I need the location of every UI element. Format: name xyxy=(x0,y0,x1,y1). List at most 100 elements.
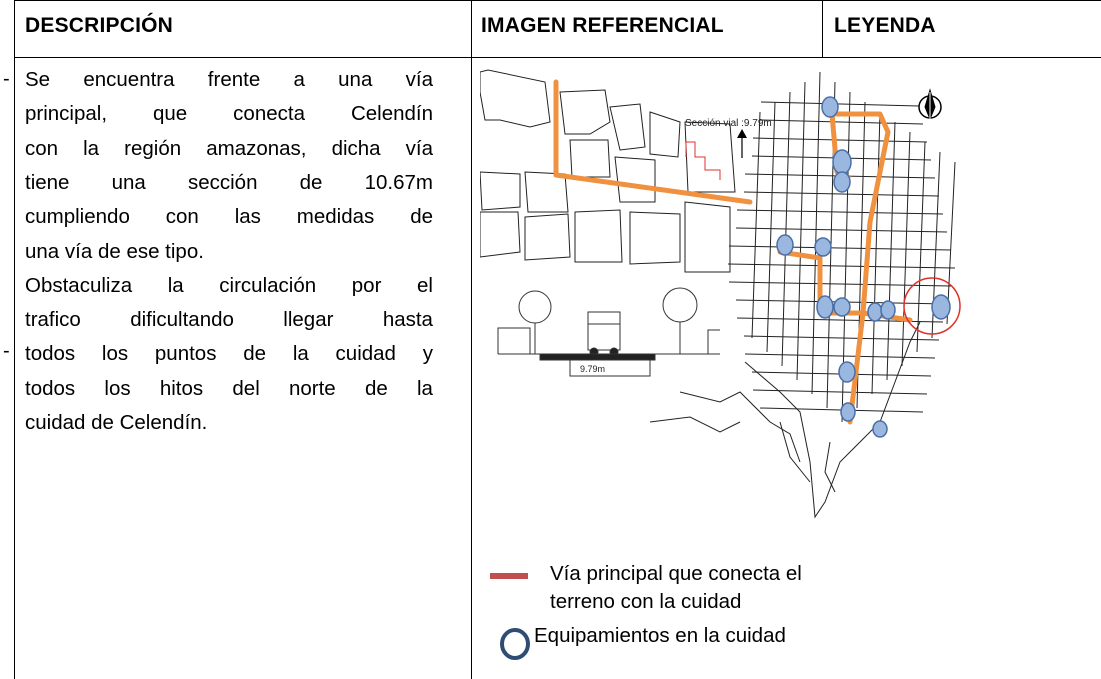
bullet-dash: - xyxy=(3,340,10,362)
equipment-marker xyxy=(931,294,951,320)
description-word: de xyxy=(243,342,267,366)
description-word: vía xyxy=(405,68,433,91)
description-line: cumpliendo con las medidas de xyxy=(25,205,433,229)
table-left-border xyxy=(14,0,15,679)
road-width-label: 9.79m xyxy=(580,364,605,374)
table-header-divider xyxy=(14,57,1101,58)
description-word: hasta xyxy=(382,308,433,332)
description-word: una xyxy=(338,68,373,91)
description-line: tiene una sección de 10.67m xyxy=(25,171,433,195)
description-word: sección xyxy=(187,170,258,194)
legend-equipment-circle-icon xyxy=(500,628,530,660)
description-word: dicha xyxy=(331,136,381,160)
southern-tail xyxy=(649,321,921,519)
legend-road-text-line2: terreno con la cuidad xyxy=(550,590,742,613)
description-word: amazonas, xyxy=(206,136,307,160)
description-word: medidas xyxy=(296,205,375,229)
table-col-divider-2 xyxy=(822,0,823,57)
main-road-route xyxy=(553,79,913,425)
header-leyenda: LEYENDA xyxy=(834,14,936,37)
description-word: los xyxy=(104,376,131,400)
description-word: la xyxy=(167,273,184,297)
section-arrow xyxy=(737,129,747,158)
description-word: Obstaculiza xyxy=(25,273,133,297)
west-blocks xyxy=(480,69,736,273)
equipment-marker xyxy=(833,297,851,317)
equipment-marker xyxy=(840,402,856,422)
description-word: todos xyxy=(25,376,76,400)
description-word: la xyxy=(417,376,433,400)
equipment-marker xyxy=(833,171,851,193)
description-line: una vía de ese tipo. xyxy=(25,239,204,263)
equipment-marker xyxy=(838,361,856,383)
equipment-marker xyxy=(776,234,794,256)
description-word: de xyxy=(364,376,388,400)
equipment-marker xyxy=(821,96,839,118)
description-word: y xyxy=(422,342,433,366)
description-word: 10.67m xyxy=(364,170,433,194)
description-word: puntos xyxy=(154,342,217,366)
description-word: llegar xyxy=(283,308,334,332)
description-word: a xyxy=(293,68,305,91)
description-word: Celendín xyxy=(350,102,433,126)
legend-road-swatch xyxy=(490,573,528,579)
north-arrow-icon xyxy=(918,88,942,122)
description-word: conecta xyxy=(233,102,305,126)
equipment-marker xyxy=(816,295,834,319)
terrain-plot-outline xyxy=(685,141,721,180)
section-label: Sección vial :9.79m xyxy=(685,118,772,129)
description-line: trafico dificultando llegar hasta xyxy=(25,308,433,332)
equipment-markers xyxy=(776,96,951,438)
table-top-border xyxy=(14,0,1101,1)
equipment-marker xyxy=(872,420,888,438)
legend-road-text-line1: Vía principal que conecta el xyxy=(550,562,802,585)
description-word: del xyxy=(232,376,260,400)
bullet-dash: - xyxy=(3,68,10,90)
header-descripcion: DESCRIPCIÓN xyxy=(25,14,174,37)
equipment-marker xyxy=(880,300,896,320)
description-word: todos xyxy=(25,342,76,366)
description-line: principal, que conecta Celendín xyxy=(25,102,433,126)
description-word: hitos xyxy=(159,376,204,400)
terrain-highlight-circle xyxy=(903,277,961,335)
description-word: una xyxy=(111,170,146,194)
description-word: norte xyxy=(288,376,336,400)
table-col-divider-1 xyxy=(471,0,472,679)
description-line: todos los hitos del norte de la xyxy=(25,377,433,401)
description-word: Se xyxy=(25,68,51,91)
description-line: Obstaculiza la circulación por el xyxy=(25,274,433,298)
description-word: con xyxy=(165,205,199,229)
description-word: tiene xyxy=(25,170,70,194)
description-word: las xyxy=(234,205,261,229)
description-word: cuidad xyxy=(335,342,396,366)
description-word: frente xyxy=(207,68,261,91)
description-line: cuidad de Celendín. xyxy=(25,411,208,434)
description-word: de xyxy=(410,205,433,229)
description-word: de xyxy=(299,170,323,194)
description-word: dificultando xyxy=(130,308,234,332)
description-word: principal, xyxy=(25,102,108,126)
city-map-illustration: 9.79m Sección vial :9.79m xyxy=(480,69,961,519)
equipment-marker xyxy=(814,237,832,257)
description-word: la xyxy=(83,136,100,160)
description-line: Se encuentra frente a una vía xyxy=(25,68,433,92)
legend-equipment-text: Equipamientos en la cuidad xyxy=(534,624,786,647)
description-word: circulación xyxy=(219,273,317,297)
description-word: trafico xyxy=(25,308,81,332)
description-word: con xyxy=(25,136,59,160)
description-word: la xyxy=(292,342,309,366)
description-word: cumpliendo xyxy=(25,205,130,229)
description-word: por xyxy=(351,273,382,297)
description-word: el xyxy=(417,273,433,297)
description-word: encuentra xyxy=(83,68,175,91)
description-word: que xyxy=(153,102,188,126)
equipment-marker xyxy=(867,302,883,322)
header-imagen-referencial: IMAGEN REFERENCIAL xyxy=(481,14,724,37)
street-grid xyxy=(727,71,956,423)
description-word: vía xyxy=(405,136,433,160)
equipment-marker xyxy=(832,149,852,175)
description-word: los xyxy=(101,342,129,366)
description-word: región xyxy=(124,136,182,160)
section-illustration xyxy=(497,287,720,377)
